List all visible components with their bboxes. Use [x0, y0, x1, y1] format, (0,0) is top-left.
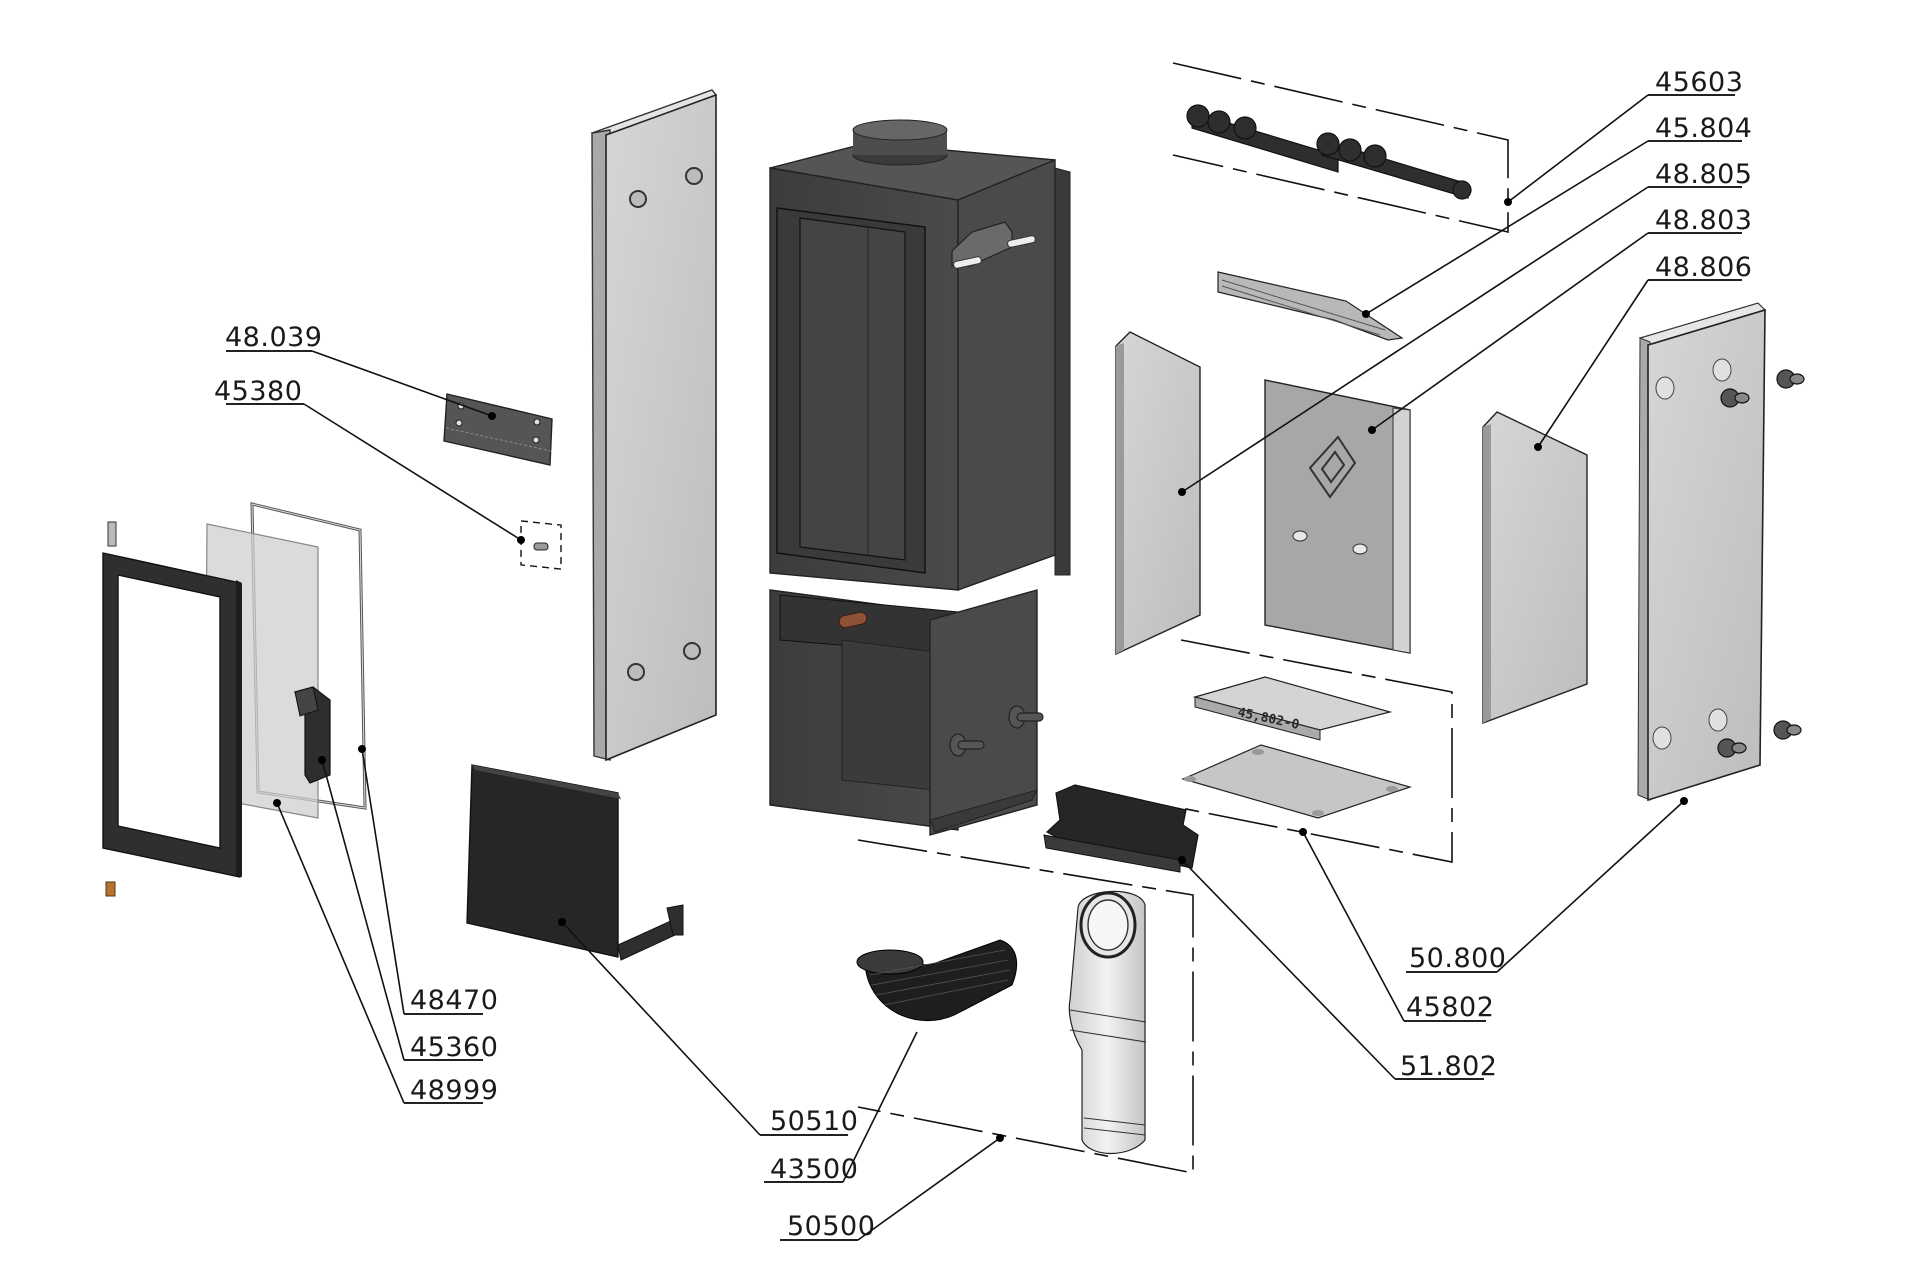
door-assembly — [102, 502, 367, 897]
bottom-plate-set: 45,802-0 — [1180, 639, 1453, 863]
part-number-label: 48.803 — [1655, 205, 1752, 236]
air-supply-group — [856, 839, 1194, 1174]
front-cover-plate — [466, 764, 684, 961]
callout-50500: 50500 — [780, 1134, 1004, 1242]
part-number-label: 48.805 — [1655, 159, 1752, 190]
callout-48-806: 48.806 — [1534, 252, 1752, 451]
callout-43500: 43500 — [764, 1031, 918, 1185]
part-number-label: 45360 — [410, 1032, 498, 1063]
callout-45-804: 45.804 — [1362, 113, 1752, 318]
back-firebrick — [1264, 379, 1411, 654]
left-side-stone-panel — [590, 89, 718, 762]
callout-45360: 45360 — [318, 756, 498, 1063]
callout-45380: 45380 — [214, 376, 525, 544]
part-number-label: 50510 — [770, 1106, 858, 1137]
callout-48470: 48470 — [358, 745, 498, 1016]
air-duct — [1068, 890, 1147, 1155]
part-number-label: 48.806 — [1655, 252, 1752, 283]
brick-holder-group — [1172, 62, 1509, 234]
part-number-label: 48470 — [410, 985, 498, 1016]
callout-48-803: 48.803 — [1368, 205, 1752, 434]
part-number-label: 45.804 — [1655, 113, 1752, 144]
part-number-label: 45802 — [1406, 992, 1494, 1023]
baffle-plate — [1217, 271, 1404, 341]
part-number-label: 50.800 — [1409, 943, 1506, 974]
part-number-label: 48.039 — [225, 322, 322, 353]
part-number-label: 45380 — [214, 376, 302, 407]
callout-45802: 45802 — [1299, 828, 1494, 1023]
bolt-part — [520, 520, 562, 570]
callout-45603: 45603 — [1504, 67, 1743, 206]
callout-48999: 48999 — [273, 799, 498, 1106]
callout-50-800: 50.800 — [1406, 797, 1688, 974]
callout-48-805: 48.805 — [1178, 159, 1752, 496]
stove-body — [769, 119, 1071, 836]
right-side-stone-panel — [1637, 302, 1805, 802]
right-firebrick — [1482, 411, 1588, 725]
callout-48-039: 48.039 — [225, 322, 496, 420]
part-number-label: 45603 — [1655, 67, 1743, 98]
stud-nut — [1717, 369, 1805, 758]
callout-50510: 50510 — [558, 918, 858, 1137]
left-firebrick — [1115, 331, 1201, 656]
part-number-label: 48999 — [410, 1075, 498, 1106]
part-number-label: 51.802 — [1400, 1051, 1497, 1082]
part-number-label: 50500 — [787, 1211, 875, 1242]
log-guard — [1043, 784, 1199, 873]
flexible-hose — [856, 939, 1018, 1022]
callout-51-802: 51.802 — [1178, 856, 1497, 1082]
part-number-label: 43500 — [770, 1154, 858, 1185]
